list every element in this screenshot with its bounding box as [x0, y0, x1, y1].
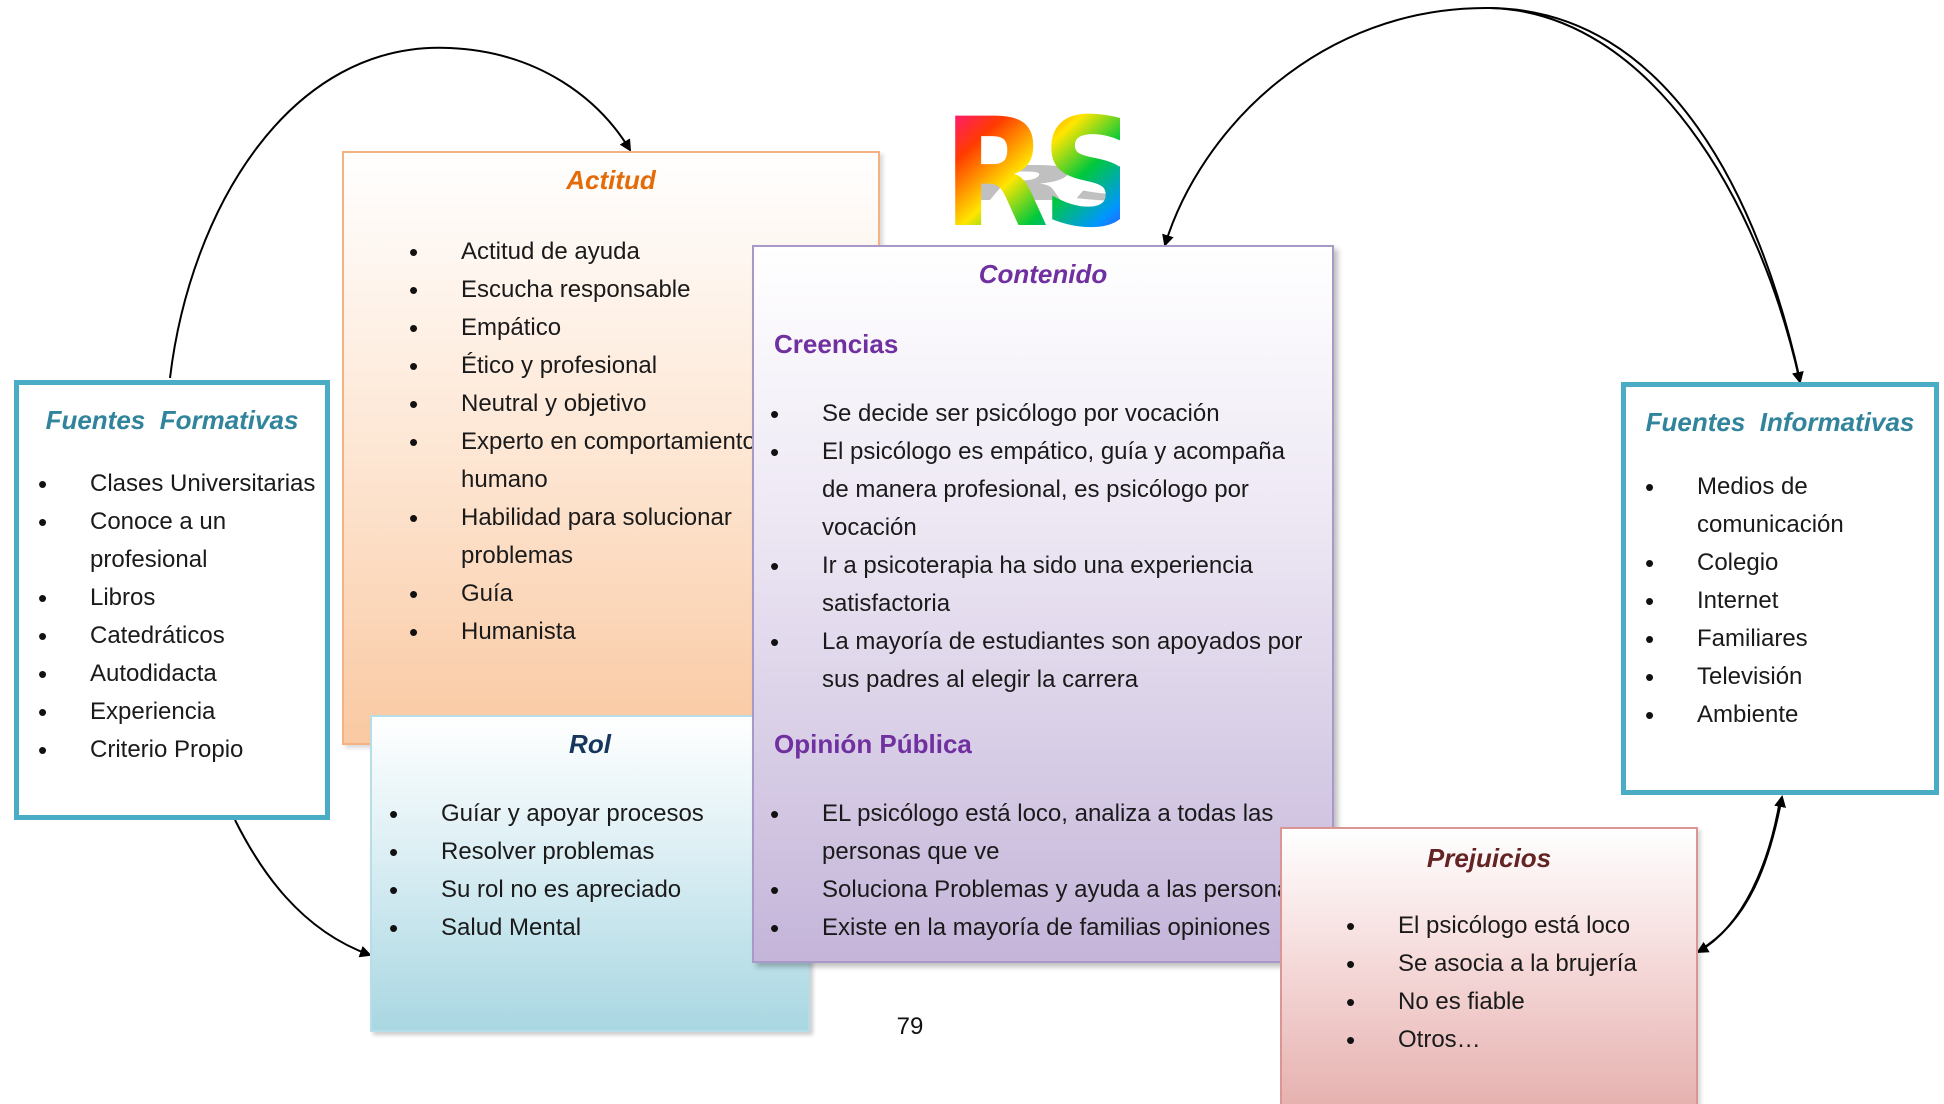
list-item: Ir a psicoterapia ha sido una experienci…	[770, 547, 1317, 623]
fuentes-formativas-list: Clases Universitarias Conoce a un profes…	[38, 465, 320, 769]
list-item: Criterio Propio	[38, 731, 320, 769]
fuentes-formativas-box: Fuentes Formativas Clases Universitarias…	[14, 380, 330, 820]
creencias-list: Se decide ser psicólogo por vocación El …	[770, 395, 1317, 699]
list-item: Medios de comunicación	[1645, 468, 1927, 544]
list-item: Empático	[409, 309, 761, 347]
list-item: Se asocia a la brujería	[1346, 945, 1688, 983]
list-item: Clases Universitarias	[38, 465, 320, 503]
contenido-title: Contenido	[978, 259, 1108, 289]
opinion-publica-heading: Opinión Pública	[774, 729, 972, 759]
list-item: Otros…	[1346, 1021, 1688, 1059]
list-item: No es fiable	[1346, 983, 1688, 1021]
list-item: La mayoría de estudiantes son apoyados p…	[770, 623, 1317, 699]
list-item: Experiencia	[38, 693, 320, 731]
list-item: Guía	[409, 575, 761, 613]
rs-logo: RS RS	[938, 86, 1120, 240]
prejuicios-list: El psicólogo está loco Se asocia a la br…	[1346, 907, 1688, 1059]
arrow-contenido-to-informativas	[1489, 7, 1804, 384]
arrow-formativas-to-rol	[234, 819, 372, 958]
arrow-informativas-to-prejuicios	[1696, 799, 1781, 953]
list-item: Colegio	[1645, 544, 1927, 582]
fuentes-informativas-list: Medios de comunicación Colegio Internet …	[1645, 468, 1927, 734]
list-item: Familiares	[1645, 620, 1927, 658]
list-item: Su rol no es apreciado	[389, 871, 781, 909]
fuentes-informativas-title: Fuentes Informativas	[1645, 407, 1915, 437]
list-item: Ambiente	[1645, 696, 1927, 734]
list-item: Autodidacta	[38, 655, 320, 693]
contenido-box: Contenido Creencias Se decide ser psicól…	[752, 245, 1334, 963]
rol-title: Rol	[569, 729, 611, 759]
page-number: 79	[896, 1013, 924, 1040]
list-item: Existe en la mayoría de familias opinion…	[770, 909, 1317, 947]
rol-list: Guíar y apoyar procesos Resolver problem…	[389, 795, 781, 947]
list-item: Guíar y apoyar procesos	[389, 795, 781, 833]
list-item: Soluciona Problemas y ayuda a las person…	[770, 871, 1317, 909]
list-item: Neutral y objetivo	[409, 385, 761, 423]
prejuicios-box: Prejuicios El psicólogo está loco Se aso…	[1280, 827, 1698, 1104]
list-item: Internet	[1645, 582, 1927, 620]
list-item: Habilidad para solucionar problemas	[409, 499, 761, 575]
rol-box: Rol Guíar y apoyar procesos Resolver pro…	[370, 715, 810, 1032]
opinion-publica-list: EL psicólogo está loco, analiza a todas …	[770, 795, 1317, 947]
rs-logo-text: RS	[943, 86, 1120, 240]
list-item: Humanista	[409, 613, 761, 651]
fuentes-formativas-title: Fuentes Formativas	[45, 405, 299, 435]
arrow-prejuicios-to-informativas	[1699, 795, 1787, 951]
list-item: Ético y profesional	[409, 347, 761, 385]
creencias-heading: Creencias	[774, 329, 899, 359]
actitud-list: Actitud de ayuda Escucha responsable Emp…	[409, 233, 761, 651]
list-item: Escucha responsable	[409, 271, 761, 309]
fuentes-informativas-box: Fuentes Informativas Medios de comunicac…	[1621, 382, 1939, 795]
list-item: El psicólogo es empático, guía y acompañ…	[770, 433, 1317, 547]
actitud-title: Actitud	[566, 165, 656, 195]
list-item: El psicólogo está loco	[1346, 907, 1688, 945]
list-item: Televisión	[1645, 658, 1927, 696]
list-item: EL psicólogo está loco, analiza a todas …	[770, 795, 1317, 871]
list-item: Libros	[38, 579, 320, 617]
list-item: Conoce a un profesional	[38, 503, 320, 579]
prejuicios-title: Prejuicios	[1426, 843, 1552, 873]
list-item: Actitud de ayuda	[409, 233, 761, 271]
list-item: Resolver problemas	[389, 833, 781, 871]
list-item: Experto en comportamiento humano	[409, 423, 761, 499]
arrow-formativas-to-actitud	[169, 46, 632, 379]
list-item: Catedráticos	[38, 617, 320, 655]
list-item: Se decide ser psicólogo por vocación	[770, 395, 1317, 433]
list-item: Salud Mental	[389, 909, 781, 947]
